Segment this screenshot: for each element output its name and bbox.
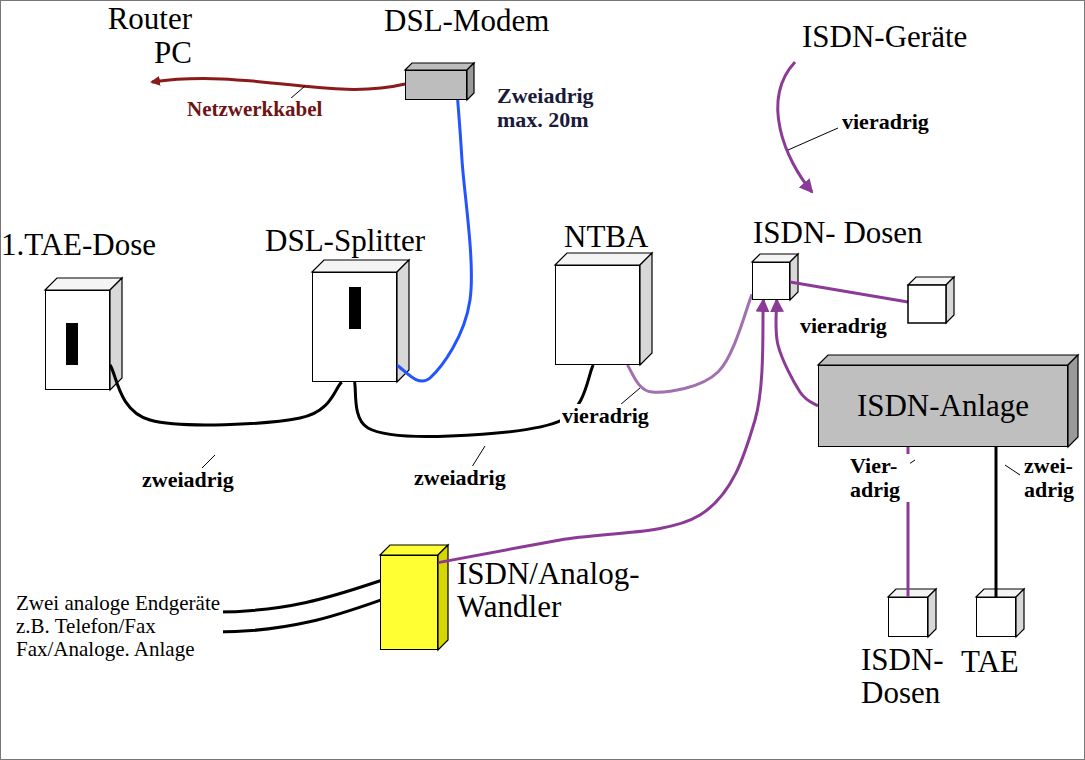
node-title: DSL-Modem bbox=[384, 5, 549, 38]
cable-label: zweiadrig bbox=[140, 468, 236, 492]
plug bbox=[349, 287, 361, 329]
analog-wire bbox=[215, 575, 398, 612]
device-label: ISDN-Geräte bbox=[800, 20, 969, 54]
node-title: 1.TAE-Dose bbox=[1, 229, 156, 262]
node-title: ISDN- Dosen bbox=[861, 644, 961, 709]
box-top-face bbox=[380, 545, 448, 555]
network-cable bbox=[152, 79, 405, 90]
isdn-pbx: ISDN-Anlage bbox=[818, 365, 1068, 447]
box-top-face bbox=[818, 355, 1078, 365]
node-title: DSL-Splitter bbox=[265, 225, 425, 258]
socket-face bbox=[946, 277, 954, 323]
device-label: Router PC bbox=[90, 2, 194, 70]
node-title: TAE bbox=[961, 646, 1019, 679]
node-title: ISDN/Analog- Wandler bbox=[457, 558, 697, 623]
cable-label: Vier- adrig bbox=[848, 454, 910, 502]
cable-label: Zweiadrig max. 20m bbox=[495, 84, 629, 132]
dsl-modem: DSL-Modem bbox=[405, 70, 467, 100]
cable-label: zwei- adrig bbox=[1022, 454, 1084, 502]
cable-label: zweiadrig bbox=[412, 466, 508, 490]
box-side-face bbox=[110, 278, 122, 390]
box-side-face bbox=[928, 589, 936, 637]
leader-line bbox=[788, 128, 838, 150]
isdn-socket-cable bbox=[790, 282, 908, 302]
cable-connector bbox=[110, 365, 342, 425]
box-side-face bbox=[1068, 355, 1078, 447]
cable-label: vieradrig bbox=[560, 404, 651, 428]
leader-line bbox=[1005, 465, 1020, 475]
box-side-face bbox=[467, 63, 474, 100]
dsl-splitter: DSL-Splitter bbox=[312, 272, 397, 382]
box-side-face bbox=[640, 253, 652, 365]
box-side-face bbox=[397, 260, 409, 382]
cable-label: vieradrig bbox=[798, 314, 889, 338]
isdn-socket bbox=[908, 285, 946, 323]
node-title: ISDN- Dosen bbox=[753, 217, 923, 250]
node-title: NTBA bbox=[564, 221, 648, 254]
note-text: Zwei analoge Endgeräte z.B. Telefon/Fax … bbox=[14, 592, 223, 661]
node-title: ISDN-Anlage bbox=[857, 390, 1029, 423]
cable-label: Netzwerkkabel bbox=[185, 98, 324, 121]
box-top-face bbox=[45, 278, 122, 290]
isdn-socket: ISDN- Dosen bbox=[752, 262, 790, 300]
cable-label: vieradrig bbox=[840, 110, 931, 134]
cable-connector bbox=[995, 447, 998, 597]
leader-line bbox=[620, 388, 640, 405]
box-faces bbox=[45, 63, 1078, 650]
plug bbox=[66, 323, 78, 365]
isdn-socket: ISDN- Dosen bbox=[888, 597, 928, 637]
isdn-device-cable bbox=[778, 62, 812, 192]
analog-wire bbox=[215, 592, 404, 632]
box-side-face bbox=[790, 254, 798, 300]
tae-socket: TAE bbox=[976, 597, 1016, 637]
cable-connector bbox=[627, 294, 752, 392]
box-side-face bbox=[1016, 589, 1024, 637]
tae-socket: 1.TAE-Dose bbox=[45, 290, 110, 390]
box-top-face bbox=[405, 63, 474, 70]
box-top-face bbox=[555, 253, 652, 265]
ntba-box: NTBA bbox=[555, 265, 640, 365]
box-top-face bbox=[312, 260, 409, 272]
isdn-analog-converter: ISDN/Analog- Wandler bbox=[380, 555, 438, 650]
